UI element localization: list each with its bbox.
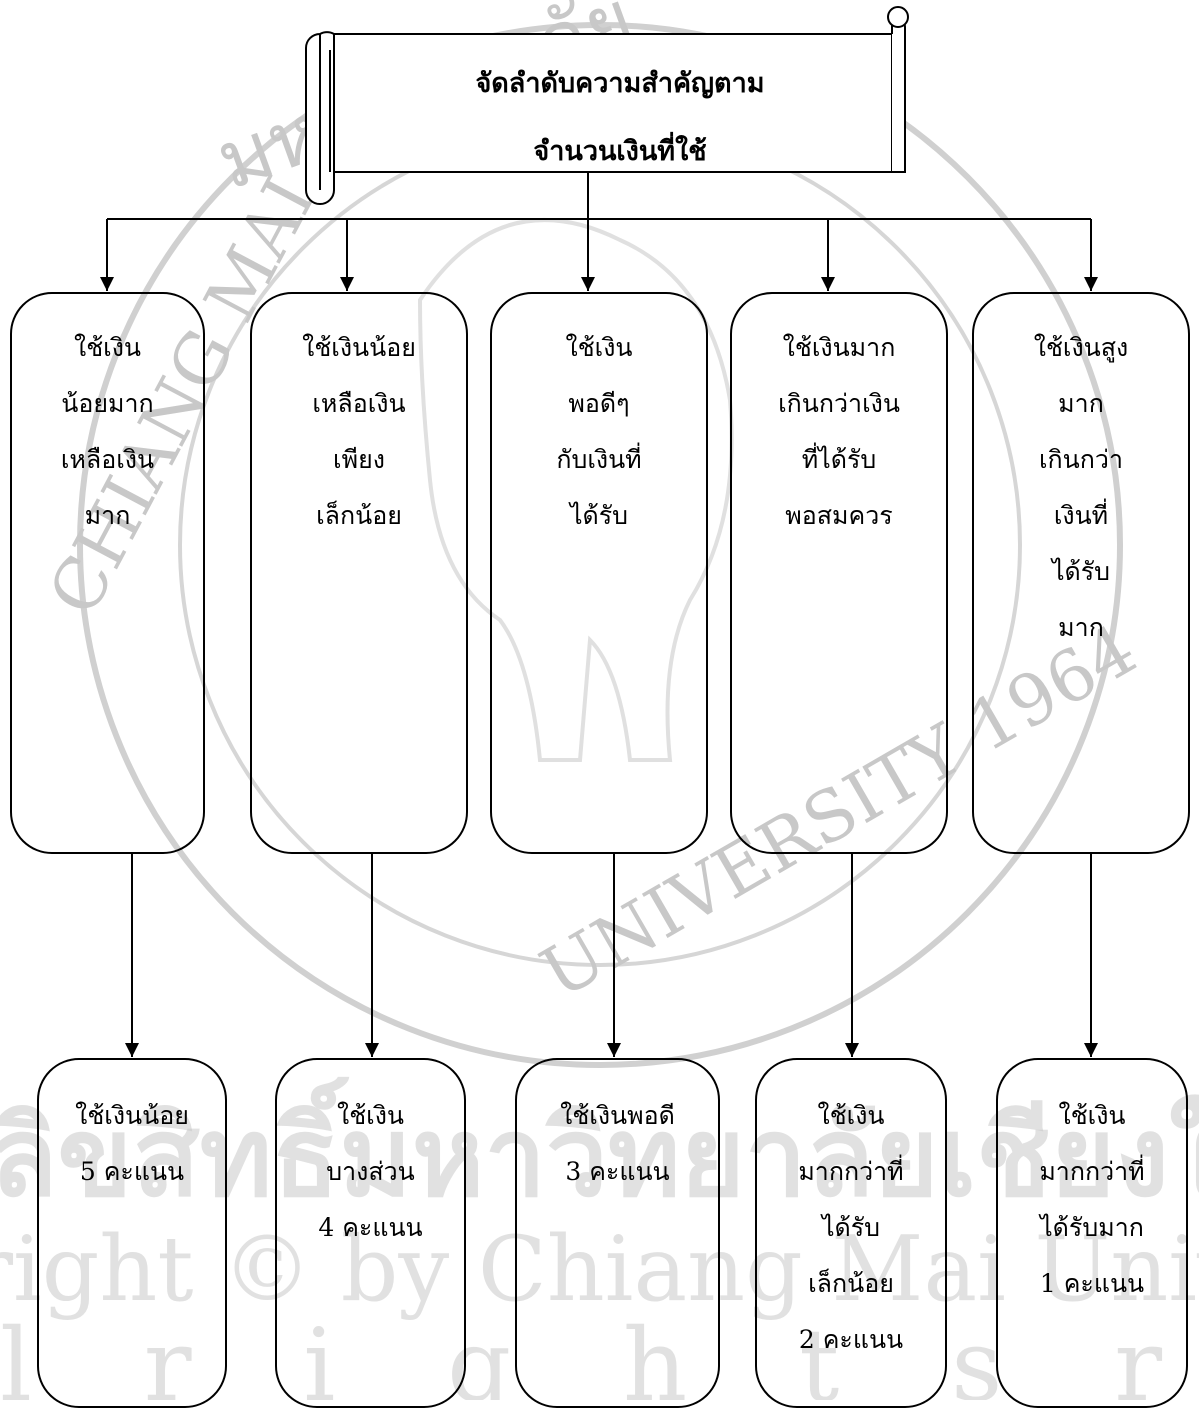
score-box-3: ใช้เงินพอดี 3 คะแนน: [515, 1058, 720, 1408]
score-5-line-2: มากกว่าที่: [1039, 1157, 1145, 1186]
score-5-line-1: ใช้เงิน: [1058, 1101, 1126, 1130]
score-1-line-2: 5 คะแนน: [79, 1157, 185, 1186]
elephant-icon: [417, 218, 734, 762]
category-box-3: ใช้เงิน พอดีๆ กับเงินที่ ได้รับ: [490, 292, 708, 854]
score-4-line-1: ใช้เงิน: [817, 1101, 885, 1130]
category-5-line-3: เกินกว่า: [1039, 445, 1123, 474]
category-2-line-4: เล็กน้อย: [316, 501, 402, 530]
score-4-line-4: เล็กน้อย: [808, 1269, 894, 1298]
title-line-2: จำนวนเงินที่ใช้: [533, 136, 707, 167]
category-box-2: ใช้เงินน้อย เหลือเงิน เพียง เล็กน้อย: [250, 292, 468, 854]
score-2-line-3: 4 คะแนน: [318, 1213, 423, 1242]
category-4-line-2: เกินกว่าเงิน: [778, 389, 900, 418]
score-box-4: ใช้เงิน มากกว่าที่ ได้รับ เล็กน้อย 2 คะแ…: [755, 1058, 947, 1408]
category-box-4: ใช้เงินมาก เกินกว่าเงิน ที่ได้รับ พอสมคว…: [730, 292, 948, 854]
category-4-line-3: ที่ได้รับ: [801, 445, 877, 474]
category-5-line-5: ได้รับ: [1051, 557, 1111, 586]
score-box-2: ใช้เงิน บางส่วน 4 คะแนน: [275, 1058, 466, 1408]
score-4-line-2: มากกว่าที่: [798, 1157, 904, 1186]
category-3-line-2: พอดีๆ: [568, 389, 630, 418]
category-3-line-3: กับเงินที่: [556, 445, 642, 474]
category-2-line-3: เพียง: [333, 445, 385, 474]
score-3-line-1: ใช้เงินพอดี: [560, 1101, 675, 1130]
score-4-line-3: ได้รับ: [821, 1213, 881, 1242]
score-box-5: ใช้เงิน มากกว่าที่ ได้รับมาก 1 คะแนน: [996, 1058, 1188, 1408]
category-2-line-1: ใช้เงินน้อย: [302, 333, 416, 362]
category-5-line-2: มาก: [1058, 389, 1104, 418]
score-3-line-2: 3 คะแนน: [565, 1157, 670, 1186]
category-5-line-6: มาก: [1058, 613, 1104, 642]
category-1-line-3: เหลือเงิน: [60, 445, 155, 474]
score-box-1: ใช้เงินน้อย 5 คะแนน: [37, 1058, 227, 1408]
category-1-line-2: น้อยมาก: [61, 389, 154, 418]
title-line-1: จัดลำดับความสำคัญตาม: [475, 68, 765, 99]
score-1-line-1: ใช้เงินน้อย: [75, 1101, 189, 1130]
category-5-line-4: เงินที่: [1053, 501, 1109, 530]
category-4-line-1: ใช้เงินมาก: [782, 333, 896, 362]
score-5-line-4: 1 คะแนน: [1039, 1269, 1145, 1298]
score-2-line-1: ใช้เงิน: [336, 1101, 405, 1130]
category-box-1: ใช้เงิน น้อยมาก เหลือเงิน มาก: [10, 292, 205, 854]
category-1-line-1: ใช้เงิน: [73, 333, 142, 362]
category-box-5: ใช้เงินสูง มาก เกินกว่า เงินที่ ได้รับ ม…: [972, 292, 1190, 854]
title-banner: จัดลำดับความสำคัญตาม จำนวนเงินที่ใช้: [330, 50, 910, 186]
category-5-line-1: ใช้เงินสูง: [1033, 333, 1129, 362]
score-2-line-2: บางส่วน: [326, 1157, 415, 1186]
category-3-line-1: ใช้เงิน: [565, 333, 633, 362]
category-3-line-4: ได้รับ: [569, 501, 629, 530]
category-4-line-4: พอสมควร: [785, 501, 893, 530]
category-1-line-4: มาก: [84, 501, 131, 530]
watermark-band-line-1: ลิขสิทธิ์มหาวิทยาลัยเชียงใหม่: [0, 1076, 1199, 1221]
score-4-line-5: 2 คะแนน: [798, 1325, 904, 1354]
category-2-line-2: เหลือเงิน: [312, 389, 406, 418]
score-5-line-3: ได้รับมาก: [1040, 1213, 1144, 1242]
